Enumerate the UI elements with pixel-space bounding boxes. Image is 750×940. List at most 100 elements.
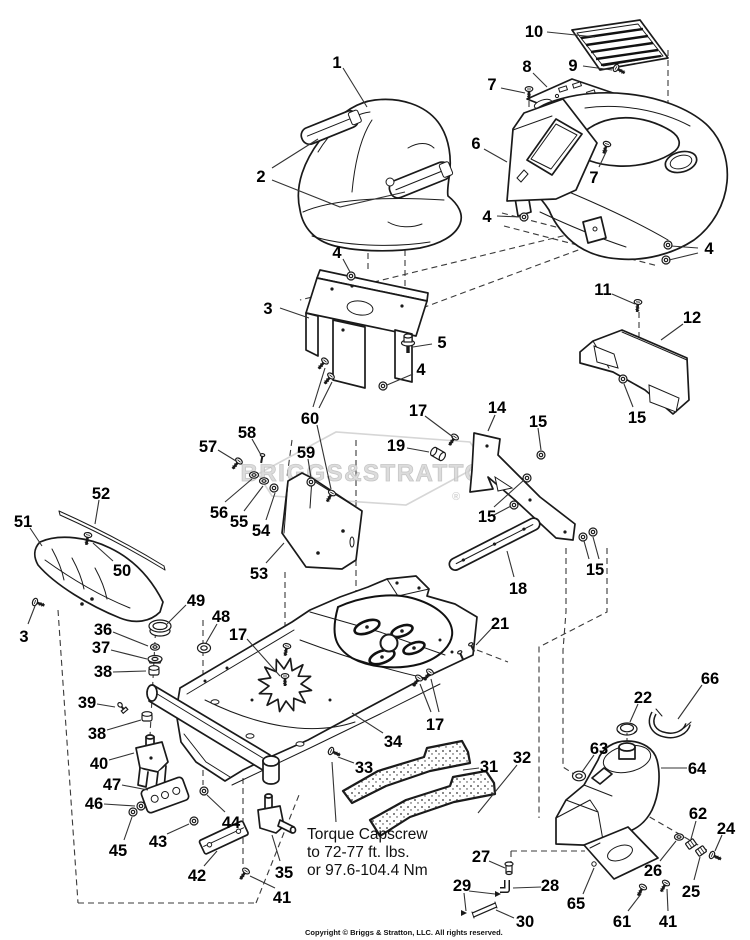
hardware-nut: [519, 212, 529, 222]
hardware-nut: [346, 271, 356, 281]
callout-34-39: 34: [384, 733, 403, 751]
hardware-washer: [673, 833, 685, 841]
leader-line-58: [251, 438, 262, 456]
leader-line-60: [312, 367, 326, 408]
leader-line-31: [462, 767, 480, 771]
leader-line-4: [342, 258, 351, 273]
hardware-clampS: [461, 910, 467, 916]
hardware-nut: [522, 473, 532, 483]
leader-line-61: [627, 893, 642, 912]
callout-37-42: 37: [92, 639, 110, 657]
hardware-gfit: [117, 702, 129, 715]
dashed-assembly-line: [397, 242, 598, 318]
callout-19-26: 19: [387, 437, 405, 455]
callout-15-19: 15: [628, 409, 646, 427]
callout-17-24: 17: [426, 716, 444, 734]
callout-leader-lines: [27, 31, 723, 919]
leader-line-14: [487, 414, 496, 432]
hardware-screw: [280, 672, 290, 686]
callout-11-15: 11: [594, 281, 611, 299]
callout-4-6: 4: [332, 244, 342, 262]
hardware-pin: [468, 642, 476, 652]
callout-39-45: 39: [78, 694, 96, 712]
callout-58-65: 58: [238, 424, 256, 442]
leader-line-15: [623, 383, 634, 408]
callout-24-29: 24: [717, 820, 736, 838]
torque-note-leader: [331, 761, 337, 823]
leader-line-44: [206, 794, 226, 813]
callout-47-54: 47: [103, 776, 121, 794]
leader-line-46: [103, 803, 136, 807]
callout-55-62: 55: [230, 513, 248, 531]
callout-26-31: 26: [644, 862, 662, 880]
callout-36-41: 36: [94, 621, 112, 639]
callout-28-33: 28: [541, 877, 559, 895]
trim-rod-52: [58, 510, 166, 571]
leader-line-55: [243, 485, 264, 512]
callout-60-67: 60: [301, 410, 319, 428]
callout-48-55: 48: [212, 608, 230, 626]
leader-line-66: [677, 684, 703, 720]
tank-vent-tab: [591, 767, 613, 785]
callout-38-43: 38: [94, 663, 112, 681]
callout-31-36: 31: [480, 758, 498, 776]
callout-12-16: 12: [683, 309, 701, 327]
hardware-cap22: [616, 722, 638, 736]
mount-bracket-53: [281, 472, 363, 570]
leader-line-36: [112, 631, 149, 647]
watermark-registered-mark: ®: [452, 491, 460, 503]
callout-64-71: 64: [688, 760, 707, 778]
callout-18-25: 18: [509, 580, 527, 598]
leader-line-24: [714, 834, 723, 852]
fuel-hose-30: [471, 901, 498, 919]
leader-line-48: [205, 623, 218, 644]
leader-line-30: [495, 909, 515, 919]
footrest-pad-31: [341, 739, 472, 805]
leader-line-15: [592, 536, 600, 560]
callout-44-51: 44: [222, 814, 241, 832]
callout-57-64: 57: [199, 438, 217, 456]
leader-line-34: [351, 712, 384, 734]
callout-63-70: 63: [590, 740, 608, 758]
callout-59-66: 59: [297, 444, 315, 462]
hardware-hexfit: [685, 838, 697, 850]
callout-15-20: 15: [478, 508, 496, 526]
leader-line-4: [386, 373, 414, 386]
leader-line-6: [483, 148, 508, 163]
hardware-screw: [659, 879, 671, 893]
callout-56-63: 56: [210, 504, 228, 522]
callout-4-5: 4: [704, 240, 714, 258]
leader-line-49: [166, 604, 187, 625]
armrest-left: [300, 109, 362, 146]
hardware-plug: [429, 446, 447, 462]
callout-46-53: 46: [85, 795, 103, 813]
leader-line-10: [546, 31, 596, 38]
leader-line-1: [342, 67, 368, 108]
leader-line-37: [110, 649, 148, 660]
dashed-assembly-line: [57, 609, 79, 904]
dashed-assembly-line: [286, 439, 293, 478]
callout-42-49: 42: [188, 867, 206, 885]
fuel-tank-64: [555, 740, 660, 847]
hardware-nut: [269, 483, 279, 493]
leader-line-15: [537, 427, 542, 451]
caster-fork-40: [135, 734, 169, 790]
hardware-bolt5: [400, 333, 416, 353]
hardware-nut: [306, 477, 316, 487]
leader-line-54: [265, 492, 276, 521]
leader-line-63: [581, 754, 595, 773]
grille: [571, 19, 669, 71]
hardware-screw: [448, 433, 460, 446]
hardware-nut: [136, 801, 146, 811]
callout-65-72: 65: [567, 895, 585, 913]
leader-line-2: [271, 179, 406, 208]
callout-25-30: 25: [682, 883, 700, 901]
hardware-washer: [258, 477, 270, 485]
hose-clamp-66: [648, 708, 692, 739]
fender-seat-opening: [571, 116, 681, 167]
hardware-nut: [509, 500, 519, 510]
leader-line-47: [121, 784, 149, 791]
callout-66-73: 66: [701, 670, 719, 688]
leader-line-9: [582, 65, 613, 71]
